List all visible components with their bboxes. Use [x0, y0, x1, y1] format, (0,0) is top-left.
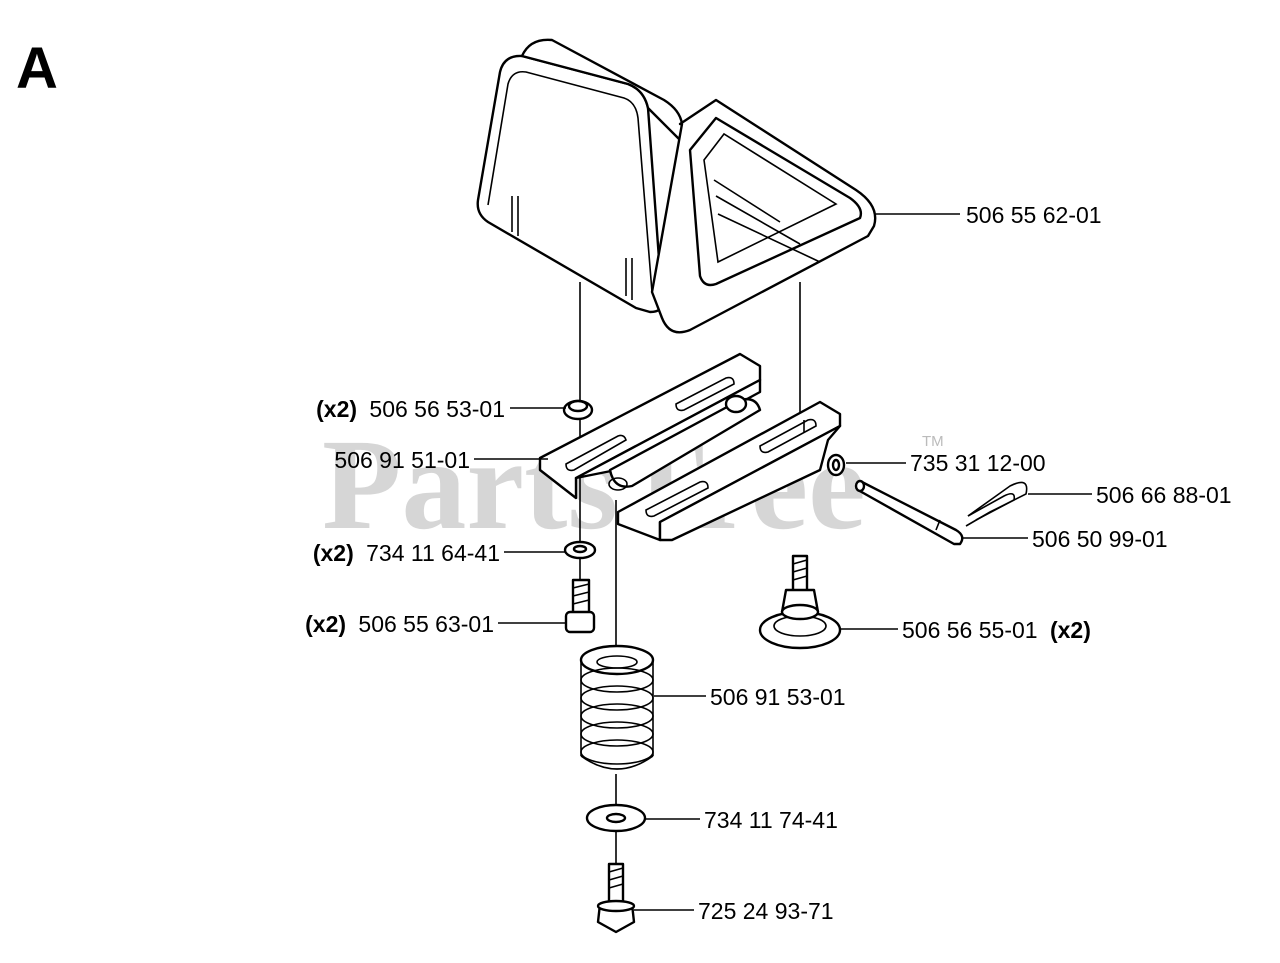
part-number: 506 50 99-01: [1032, 526, 1168, 552]
part-number: 506 56 53-01: [369, 396, 505, 422]
assembly-axes: [579, 282, 801, 866]
callout-bolt: 725 24 93-71: [698, 898, 834, 924]
callout-screw: (x2) 506 55 63-01: [305, 611, 494, 637]
callout-washer: (x2) 734 11 64-41: [313, 540, 500, 566]
callout-flat-washer: 734 11 74-41: [704, 807, 838, 833]
small-washer-part: [826, 453, 846, 477]
part-number: 725 24 93-71: [698, 898, 834, 924]
callout-bracket: 506 91 51-01: [334, 447, 470, 473]
part-number: 506 66 88-01: [1096, 482, 1232, 508]
quantity: (x2): [1050, 617, 1091, 643]
section-letter: A: [16, 36, 58, 101]
bushing-part: [562, 399, 594, 421]
watermark-trademark: TM: [922, 433, 944, 450]
screw-part: [564, 578, 596, 634]
callout-seat: 506 55 62-01: [966, 202, 1102, 228]
bracket-part: [538, 352, 842, 542]
washer-part: [563, 540, 597, 560]
callout-spring: 506 91 53-01: [710, 684, 846, 710]
part-number: 506 91 53-01: [710, 684, 846, 710]
callout-hairpin: 506 66 88-01: [1096, 482, 1232, 508]
part-number: 506 55 63-01: [358, 611, 494, 637]
pin-part: [854, 479, 964, 546]
knob-part: [758, 554, 842, 650]
flat-washer-part: [585, 803, 647, 833]
part-number: 734 11 64-41: [366, 540, 500, 566]
callout-bushing: (x2) 506 56 53-01: [316, 396, 505, 422]
part-number: 506 91 51-01: [334, 447, 470, 473]
callout-pin: 506 50 99-01: [1032, 526, 1168, 552]
seat-part: [476, 38, 877, 334]
part-number: 506 56 55-01: [902, 617, 1038, 643]
callout-small-washer: 735 31 12-00: [910, 450, 1046, 476]
callout-knob: 506 56 55-01 (x2): [902, 617, 1091, 643]
spring-part: [579, 644, 655, 770]
part-number: 735 31 12-00: [910, 450, 1046, 476]
leader-lines: [474, 213, 1092, 911]
part-number: 734 11 74-41: [704, 807, 838, 833]
quantity: (x2): [316, 396, 357, 422]
quantity: (x2): [305, 611, 346, 637]
hairpin-part: [965, 481, 1028, 527]
bolt-part: [596, 862, 636, 934]
quantity: (x2): [313, 540, 354, 566]
part-number: 506 55 62-01: [966, 202, 1102, 228]
